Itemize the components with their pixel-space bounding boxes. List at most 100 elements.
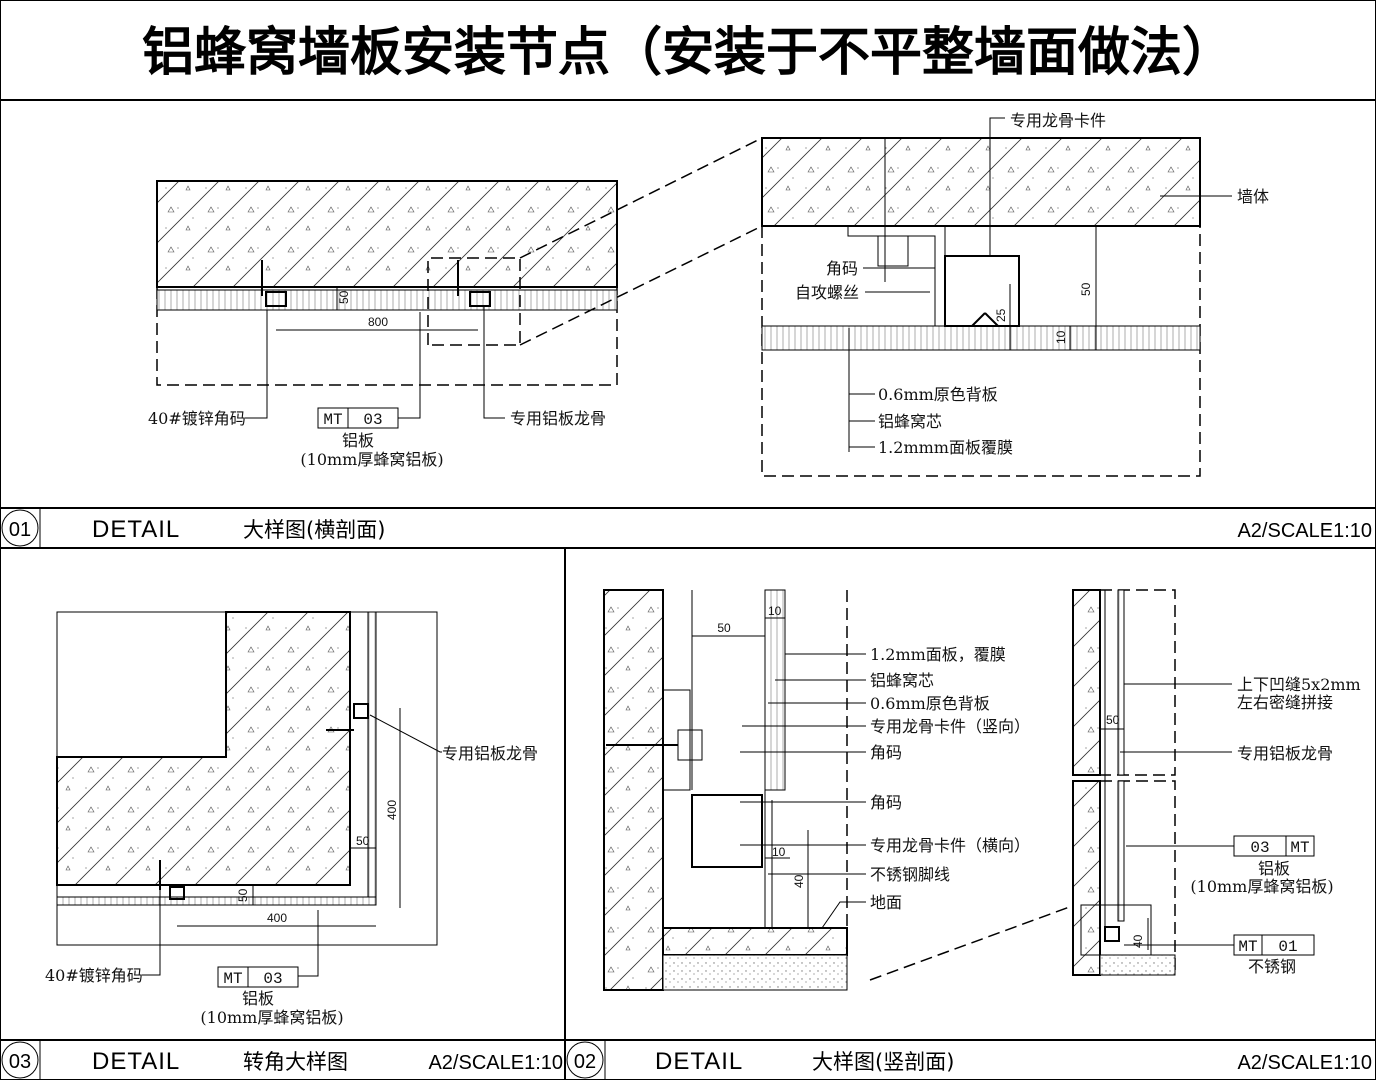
- material-name: 铝板: [242, 989, 274, 1008]
- label-face-sheet: 1.2mm面板，覆膜: [870, 645, 1006, 664]
- dim-10-top: 10: [768, 604, 782, 618]
- honeycomb-panel-horizontal: [56, 896, 377, 906]
- wall-section: [1072, 780, 1101, 976]
- detail-name: 大样图(竖剖面): [812, 1050, 954, 1074]
- dim-50: 50: [337, 290, 351, 304]
- detail-label: DETAIL: [92, 516, 180, 543]
- dim-40: 40: [792, 874, 806, 888]
- floor-section: [662, 927, 848, 956]
- honeycomb-panel: [1117, 589, 1125, 776]
- detail-number-circle: [1, 1041, 39, 1079]
- tag-number: 03: [1250, 839, 1269, 857]
- dim-400-vertical: 400: [385, 800, 399, 820]
- dim-50: 50: [1079, 282, 1093, 296]
- detail-scale: A2/SCALE1:10: [1237, 520, 1372, 542]
- detail-label: DETAIL: [655, 1048, 743, 1075]
- tag-number: 03: [363, 411, 382, 429]
- dim-25: 25: [994, 308, 1008, 322]
- material-tag: [217, 966, 299, 988]
- page-title: 铝蜂窝墙板安装节点（安装于不平整墙面做法）: [142, 23, 1234, 83]
- dim-10-bottom: 10: [772, 845, 786, 859]
- detail-label: DETAIL: [92, 1048, 180, 1075]
- label-core: 铝蜂窝芯: [878, 412, 942, 431]
- label-back-sheet: 0.6mm原色背板: [870, 694, 990, 713]
- tag-mt: MT: [1290, 839, 1309, 857]
- label-keel: 专用铝板龙骨: [510, 409, 606, 428]
- panel-outline: [156, 287, 618, 386]
- detail-number-circle: [1, 509, 39, 547]
- material-tag: [317, 407, 399, 429]
- dim-50: 50: [717, 621, 731, 635]
- detail-number: 01: [9, 519, 31, 541]
- label-face-sheet: 1.2mmm面板覆膜: [878, 438, 1013, 457]
- material-name: 不锈钢: [1248, 957, 1296, 976]
- angle-bracket: [847, 225, 946, 327]
- honeycomb-panel: [1117, 780, 1125, 922]
- dim-50: 50: [1106, 713, 1120, 727]
- label-angle-bracket-2: 角码: [870, 793, 902, 812]
- keel-clip: [691, 794, 763, 868]
- label-floor: 地面: [870, 893, 902, 912]
- detail-number: 03: [9, 1051, 31, 1073]
- label-keel: 专用铝板龙骨: [442, 744, 538, 763]
- detail-02-labels: 1.2mm面板，覆膜 铝蜂窝芯 0.6mm原色背板 专用龙骨卡件（竖向） 角码 …: [740, 645, 1030, 929]
- label-angle-bracket: 40#镀锌角码: [45, 966, 143, 985]
- label-keel-clip: 专用龙骨卡件: [1010, 111, 1106, 130]
- material-tag: [1233, 934, 1315, 956]
- label-horizontal-clip: 专用龙骨卡件（横向）: [870, 836, 1030, 855]
- wall-section: [761, 137, 1201, 227]
- label-steel-skirting: 不锈钢脚线: [870, 865, 950, 884]
- leader-zoom-line: [869, 904, 1076, 981]
- leader-zoom-line: [519, 225, 763, 346]
- keel-profile: [169, 886, 185, 900]
- dim-50-vertical: 50: [356, 834, 370, 848]
- tag-mt: MT: [323, 411, 342, 429]
- tag-mt: MT: [1238, 938, 1257, 956]
- detail-02-vertical: 50 10 10 40 1.2mm面板，覆膜 铝蜂窝芯 0.6mm原色背板 专用…: [603, 589, 1076, 991]
- material-tag: [1233, 835, 1315, 857]
- detail-01-left: 50 800 40#镀锌角码 MT 03 铝板 (10mm厚蜂窝铝板) 专用铝板…: [148, 137, 763, 469]
- nut: [877, 235, 909, 267]
- material-name: 铝板: [342, 431, 374, 450]
- keel-profile: [353, 703, 369, 719]
- dim-400-horizontal: 400: [267, 911, 287, 925]
- label-joint-1: 上下凹缝5x2mm: [1237, 675, 1361, 694]
- dim-10: 10: [1054, 330, 1068, 344]
- tag-number: 01: [1278, 938, 1297, 956]
- dim-50-horizontal: 50: [236, 888, 250, 902]
- label-back-sheet: 0.6mm原色背板: [878, 385, 998, 404]
- honeycomb-panel-vertical: [367, 611, 377, 906]
- keel-profile: [1104, 926, 1120, 942]
- dim-800: 800: [368, 315, 388, 329]
- tag-number: 03: [263, 970, 282, 988]
- material-note: (10mm厚蜂窝铝板): [200, 1008, 343, 1027]
- label-angle-bracket: 角码: [870, 743, 902, 762]
- label-wall: 墙体: [1237, 187, 1269, 206]
- material-note: (10mm厚蜂窝铝板): [300, 450, 443, 469]
- detail-callout-box: [427, 257, 521, 346]
- label-vertical-clip: 专用龙骨卡件（竖向）: [870, 717, 1030, 736]
- detail-name: 转角大样图: [243, 1050, 348, 1074]
- detail-name: 大样图(横剖面): [243, 518, 385, 542]
- detail-03-corner: 专用铝板龙骨 400 50 50 400 40#镀锌角码 MT 03 铝板 (1…: [45, 611, 538, 1027]
- label-core: 铝蜂窝芯: [870, 671, 934, 690]
- dim-40: 40: [1131, 934, 1145, 948]
- label-joint-2: 左右密缝拼接: [1237, 693, 1333, 712]
- label-angle-bracket: 40#镀锌角码: [148, 409, 246, 428]
- honeycomb-panel: [761, 325, 1201, 351]
- wall-section: [1072, 589, 1101, 776]
- leader-zoom-line: [519, 137, 763, 259]
- keel-profile: [469, 291, 491, 307]
- panel-outline: [761, 226, 1201, 477]
- bottom-footer: 03 DETAIL 转角大样图 A2/SCALE1:10 02 DETAIL 大…: [0, 1039, 1376, 1080]
- keel-clip: [944, 255, 1020, 327]
- wall-section: [156, 180, 618, 288]
- keel-profile: [265, 291, 287, 307]
- wall-section: [56, 611, 351, 886]
- tag-mt: MT: [223, 970, 242, 988]
- detail-scale: A2/SCALE1:10: [428, 1052, 563, 1074]
- angle-bracket: [663, 689, 691, 791]
- material-note: (10mm厚蜂窝铝板): [1190, 877, 1333, 896]
- label-screw: 自攻螺丝: [795, 283, 859, 302]
